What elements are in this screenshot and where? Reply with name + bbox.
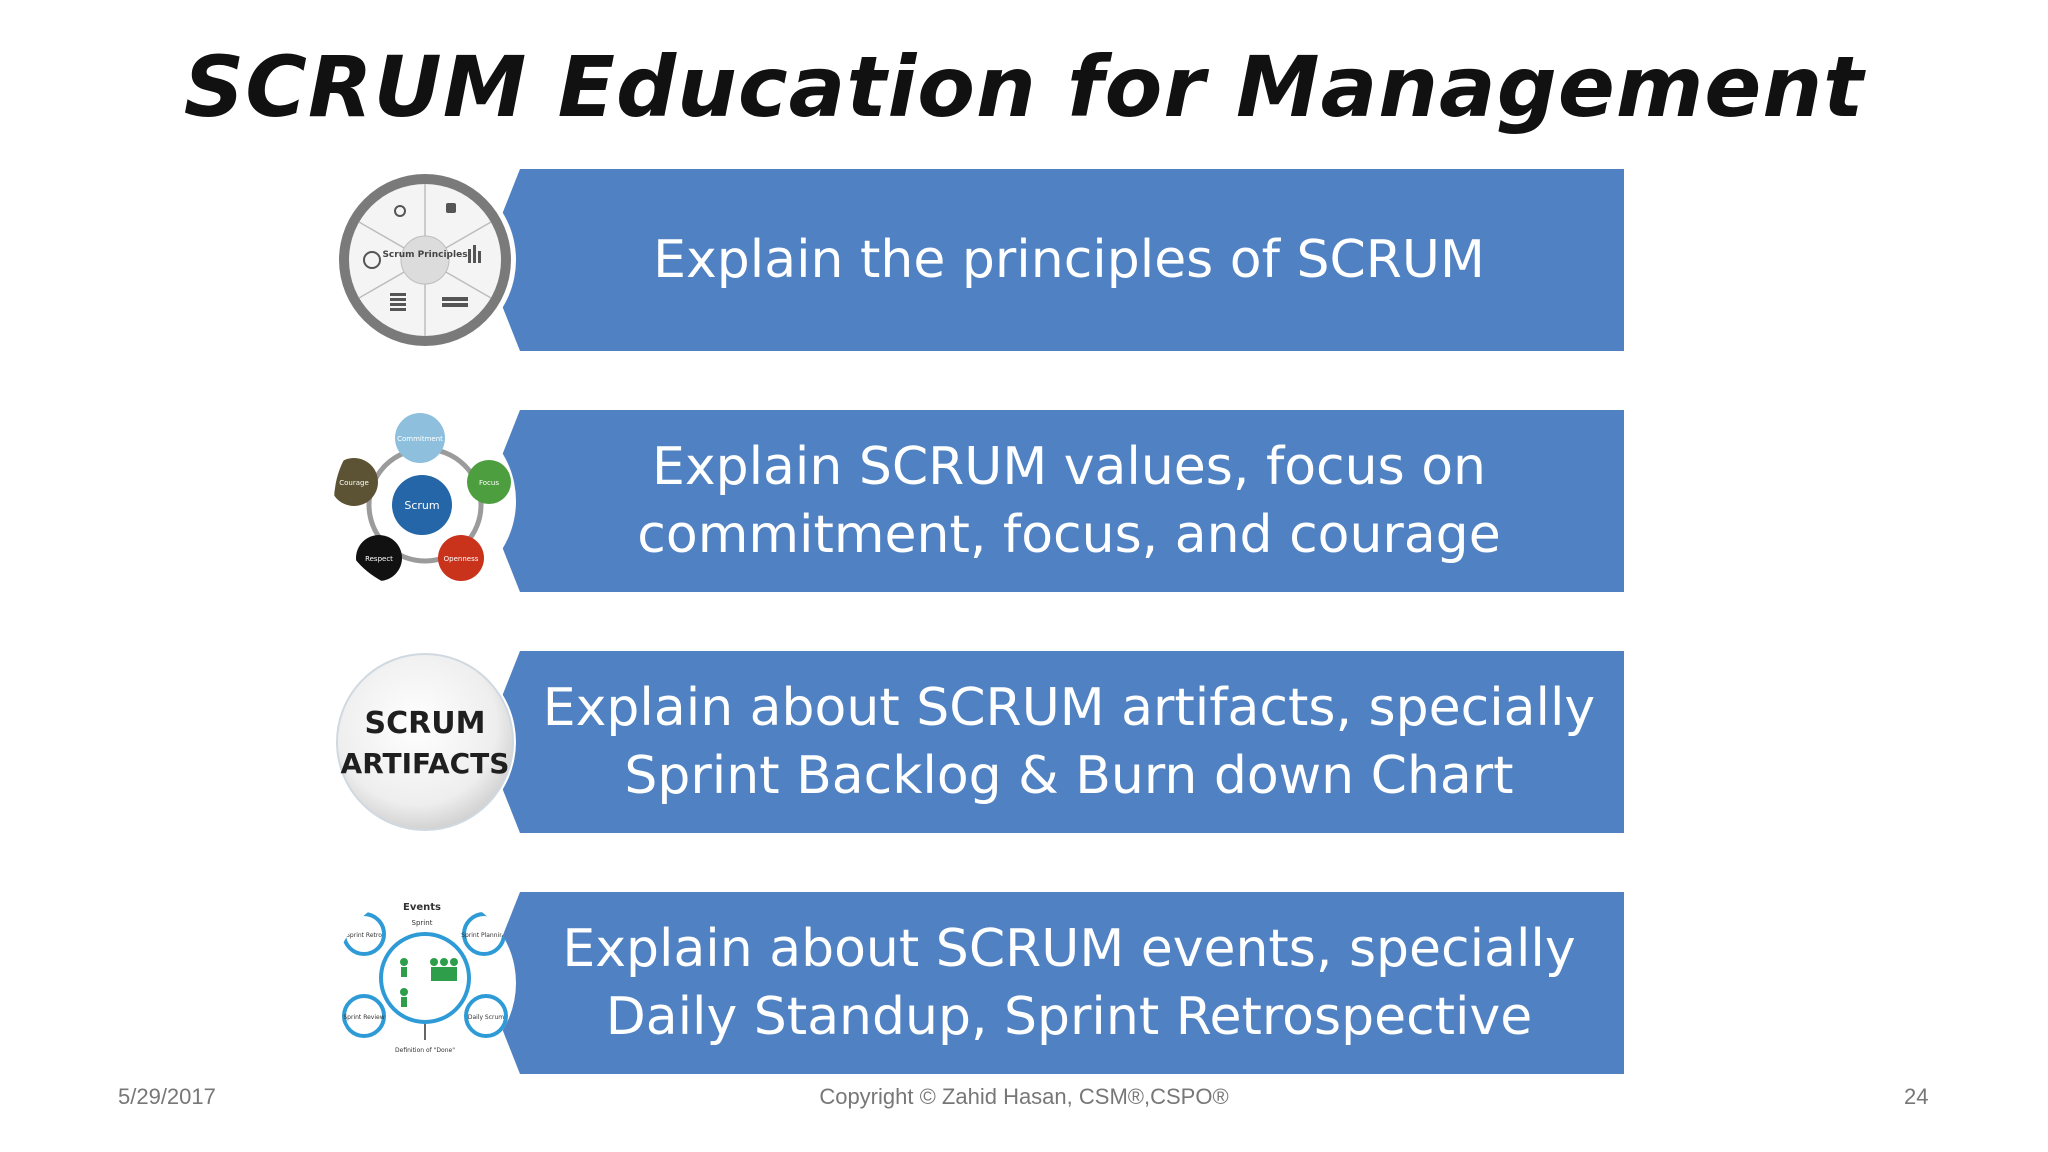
objective-banner: [484, 169, 1624, 351]
scrum-principles-wheel-icon: Scrum Principles: [334, 169, 516, 351]
slide-title: SCRUM Education for Management: [183, 38, 1865, 136]
footer-copyright: Copyright © Zahid Hasan, CSM®,CSPO®: [819, 1084, 1229, 1109]
objective-banner: [484, 651, 1624, 833]
objective-row-artifacts: Explain about SCRUM artifacts, specially…: [334, 651, 1624, 833]
objective-text: Explain SCRUM values, focus on commitmen…: [637, 437, 1501, 565]
scrum-events-cycle-icon: Events Sprint Sprint Retro Sprint Planni…: [334, 892, 516, 1074]
objective-banner: [484, 892, 1624, 1074]
svg-text:Sprint: Sprint: [412, 919, 433, 927]
objective-row-events: Explain about SCRUM events, specially Da…: [334, 892, 1624, 1074]
scrum-artifacts-badge-icon: SCRUM ARTIFACTS: [334, 651, 516, 833]
objective-row-principles: Explain the principles of SCRUM Scrum Pr…: [334, 169, 1624, 351]
objective-text: Explain about SCRUM artifacts, specially…: [542, 678, 1596, 806]
svg-text:Scrum Principles: Scrum Principles: [382, 250, 467, 260]
objective-text: Explain about SCRUM events, specially Da…: [562, 919, 1576, 1047]
footer-date: 5/29/2017: [118, 1084, 216, 1109]
svg-text:Commitment: Commitment: [397, 435, 443, 443]
svg-text:Courage: Courage: [339, 479, 369, 487]
svg-text:Focus: Focus: [479, 479, 499, 487]
objective-row-values: Explain SCRUM values, focus on commitmen…: [334, 410, 1624, 592]
svg-text:Sprint Retro: Sprint Retro: [346, 932, 382, 939]
svg-text:Sprint Planning: Sprint Planning: [461, 932, 507, 939]
svg-text:Daily Scrum: Daily Scrum: [468, 1014, 504, 1021]
scrum-values-cycle-icon: Scrum Commitment Focus Openness Respect …: [334, 410, 516, 592]
svg-text:Respect: Respect: [365, 555, 393, 563]
svg-text:Events: Events: [403, 902, 441, 913]
svg-text:Scrum: Scrum: [404, 499, 439, 512]
svg-text:SCRUM: SCRUM: [365, 706, 486, 741]
svg-text:Sprint Review: Sprint Review: [343, 1014, 384, 1021]
footer-page-number: 24: [1904, 1084, 1929, 1109]
svg-text:Definition of "Done": Definition of "Done": [395, 1047, 455, 1054]
objective-text: Explain the principles of SCRUM: [653, 230, 1485, 290]
svg-text:Openness: Openness: [444, 555, 479, 563]
objective-banner: [484, 410, 1624, 592]
svg-text:ARTIFACTS: ARTIFACTS: [341, 747, 510, 780]
